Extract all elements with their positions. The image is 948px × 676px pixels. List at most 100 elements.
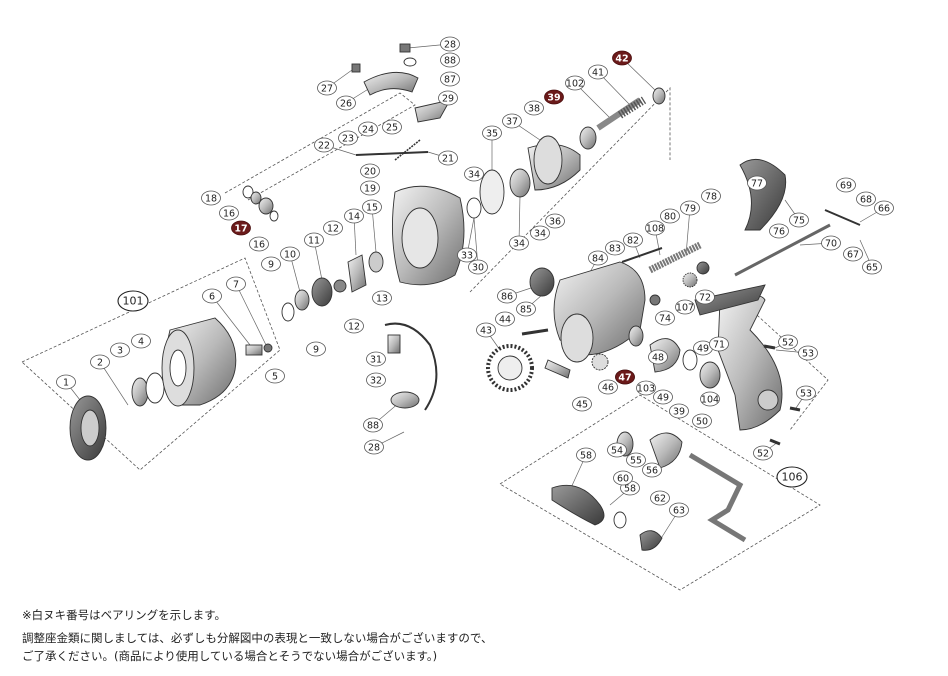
part-32-bail-ring [390, 391, 420, 409]
callout-66: 66 [874, 200, 894, 216]
part-number-label: 78 [705, 192, 717, 203]
callout-52: 52 [778, 334, 798, 350]
part-16-collar [269, 210, 279, 222]
callout-38: 38 [524, 100, 544, 116]
callout-bubble [201, 190, 221, 206]
part-number-label: 23 [342, 134, 354, 145]
callout-bubble [572, 396, 592, 412]
part-number-label: 15 [366, 203, 378, 214]
part-35-plate [479, 169, 505, 215]
part-70-shaft [734, 223, 831, 277]
part-83-worm-shaft [648, 241, 702, 274]
callout-bubble [131, 333, 151, 349]
callout-106: 106 [776, 466, 808, 488]
callout-bubble [701, 188, 721, 204]
bearing-callout-bubble [615, 369, 635, 385]
part-52-screw-lower [769, 438, 781, 446]
callout-bubble [363, 417, 383, 433]
callout-bubble [468, 259, 488, 275]
callout-42: 42 [612, 50, 632, 66]
part-number-label: 87 [444, 75, 456, 86]
part-24-spring [394, 139, 421, 161]
part-number-label: 33 [461, 251, 473, 262]
part-number-label: 56 [646, 466, 658, 477]
callout-bubble [366, 372, 386, 388]
part-number-label: 104 [701, 395, 719, 406]
callout-102: 102 [565, 75, 585, 91]
callout-bubble [202, 288, 222, 304]
part-number-label: 38 [528, 104, 540, 115]
group-outline-2 [224, 92, 416, 201]
part-number-label: 44 [499, 315, 511, 326]
callout-bubble [344, 208, 364, 224]
callout-bubble [843, 246, 863, 262]
part-number-label: 101 [123, 295, 144, 308]
callout-18: 18 [201, 190, 221, 206]
callout-bubble [588, 250, 608, 266]
part-107-gear [696, 261, 710, 275]
callout-11: 11 [304, 232, 324, 248]
part-number-label: 103 [637, 384, 655, 395]
part-number-label: 82 [627, 236, 639, 247]
callout-71: 71 [709, 336, 729, 352]
callout-bubble [497, 288, 517, 304]
part-number-label: 37 [506, 117, 518, 128]
callout-60: 60 [613, 470, 633, 486]
part-30-rotor-face [401, 207, 439, 269]
callout-bubble [440, 71, 460, 87]
part-27-screw [351, 63, 361, 73]
callout-bubble [516, 301, 536, 317]
part-number-label: 34 [534, 229, 546, 240]
part-number-label: 107 [676, 303, 694, 314]
part-number-label: 14 [348, 212, 360, 223]
callout-82: 82 [623, 232, 643, 248]
callout-bubble [798, 345, 818, 361]
callout-43: 43 [476, 322, 496, 338]
part-46-gear [591, 353, 609, 371]
callout-34: 34 [530, 225, 550, 241]
part-56-handle-cap [649, 432, 683, 469]
callout-bubble [576, 447, 596, 463]
callout-5: 5 [265, 368, 285, 384]
group-badge-101 [117, 290, 149, 312]
callout-bubble [362, 199, 382, 215]
callout-bubble [314, 137, 334, 153]
bearing-callout-bubble [544, 89, 564, 105]
part-number-label: 88 [367, 421, 379, 432]
part-4-washer [145, 372, 165, 404]
callout-31: 31 [366, 351, 386, 367]
callout-bubble [598, 379, 618, 395]
callout-76: 76 [769, 223, 789, 239]
callout-bubble [778, 334, 798, 350]
part-number-label: 71 [713, 340, 725, 351]
callout-39: 39 [669, 403, 689, 419]
callout-85: 85 [516, 301, 536, 317]
part-number-label: 63 [673, 506, 685, 517]
callout-79: 79 [680, 200, 700, 216]
callout-bubble [457, 247, 477, 263]
part-number-label: 28 [368, 443, 380, 454]
part-number-label: 50 [696, 417, 708, 428]
part-number-label: 35 [486, 129, 498, 140]
callout-14: 14 [344, 208, 364, 224]
callout-34: 34 [464, 166, 484, 182]
callout-bubble [623, 232, 643, 248]
callout-bubble [709, 336, 729, 352]
part-60-washer [613, 511, 627, 529]
callout-25: 25 [382, 119, 402, 135]
callout-bubble [360, 180, 380, 196]
bearing-note: ※白ヌキ番号はベアリングを示します。 [22, 608, 226, 622]
callout-bubble [306, 341, 326, 357]
part-10-washer [294, 289, 310, 311]
leader-line [99, 361, 129, 406]
footnotes: ※白ヌキ番号はベアリングを示します。 調整座金類に関しましては、必ずしも分解図中… [22, 606, 922, 665]
callout-108: 108 [645, 220, 665, 236]
part-17-bearing [258, 197, 274, 215]
callout-63: 63 [669, 502, 689, 518]
part-number-label: 49 [697, 344, 709, 355]
part-12-bolt [333, 279, 347, 293]
callout-bubble [372, 290, 392, 306]
part-number-label: 86 [501, 292, 513, 303]
part-number-label: 34 [513, 239, 525, 250]
part-number-label: 53 [800, 389, 812, 400]
